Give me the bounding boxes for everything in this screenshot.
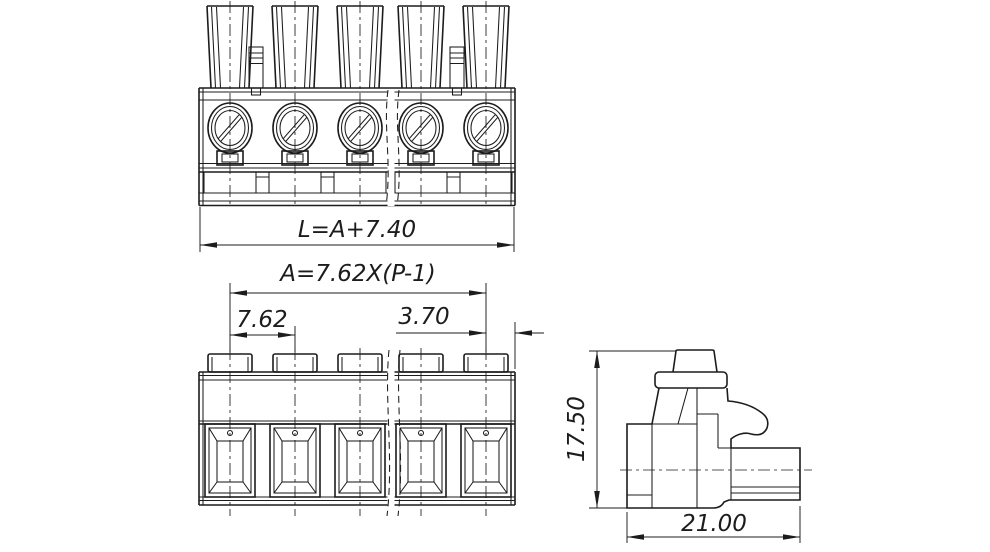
break-line [386,349,391,517]
side-tower [672,349,718,373]
side-view [589,349,812,543]
front-view [198,0,516,252]
label-pole-span: A=7.62X(P-1) [278,261,435,287]
side-cap [654,371,728,389]
side-body-outline [626,387,801,509]
label-end-offset: 3.70 [398,304,449,330]
dimension-pole-span [229,283,487,352]
break-line [396,89,400,207]
dimension-height [589,350,676,509]
plan-bumps [207,353,509,373]
break-line [385,89,389,207]
front-housing [198,87,516,207]
break-gap [387,370,395,506]
drawing-lines [198,0,812,543]
plan-housing [198,371,516,506]
screw-terminals [207,102,509,166]
label-overall-length: L=A+7.40 [298,217,416,243]
break-line [397,349,402,517]
side-body-details [627,387,800,508]
plan-view [198,283,544,517]
label-pitch: 7.62 [236,307,287,333]
dimension-overall-length [199,207,515,252]
dimension-depth [626,506,801,543]
label-depth: 21.00 [681,511,747,537]
dimension-labels: L=A+7.40 A=7.62X(P-1) 7.62 3.70 17.50 21… [236,217,747,537]
bottom-pockets [203,171,513,194]
wire-openings [204,423,512,498]
dimension-pitch [230,326,296,352]
break-gap [387,89,395,206]
dimension-end-offset [396,322,544,369]
label-height: 17.50 [564,396,590,462]
